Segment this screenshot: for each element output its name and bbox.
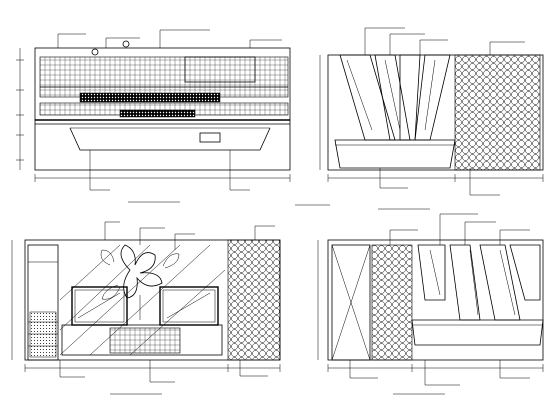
flower-ornament xyxy=(100,244,180,320)
elevation-4 xyxy=(317,213,544,395)
elevation-3 xyxy=(11,221,281,395)
elevation-2 xyxy=(295,27,544,210)
elevation-1 xyxy=(16,29,291,203)
